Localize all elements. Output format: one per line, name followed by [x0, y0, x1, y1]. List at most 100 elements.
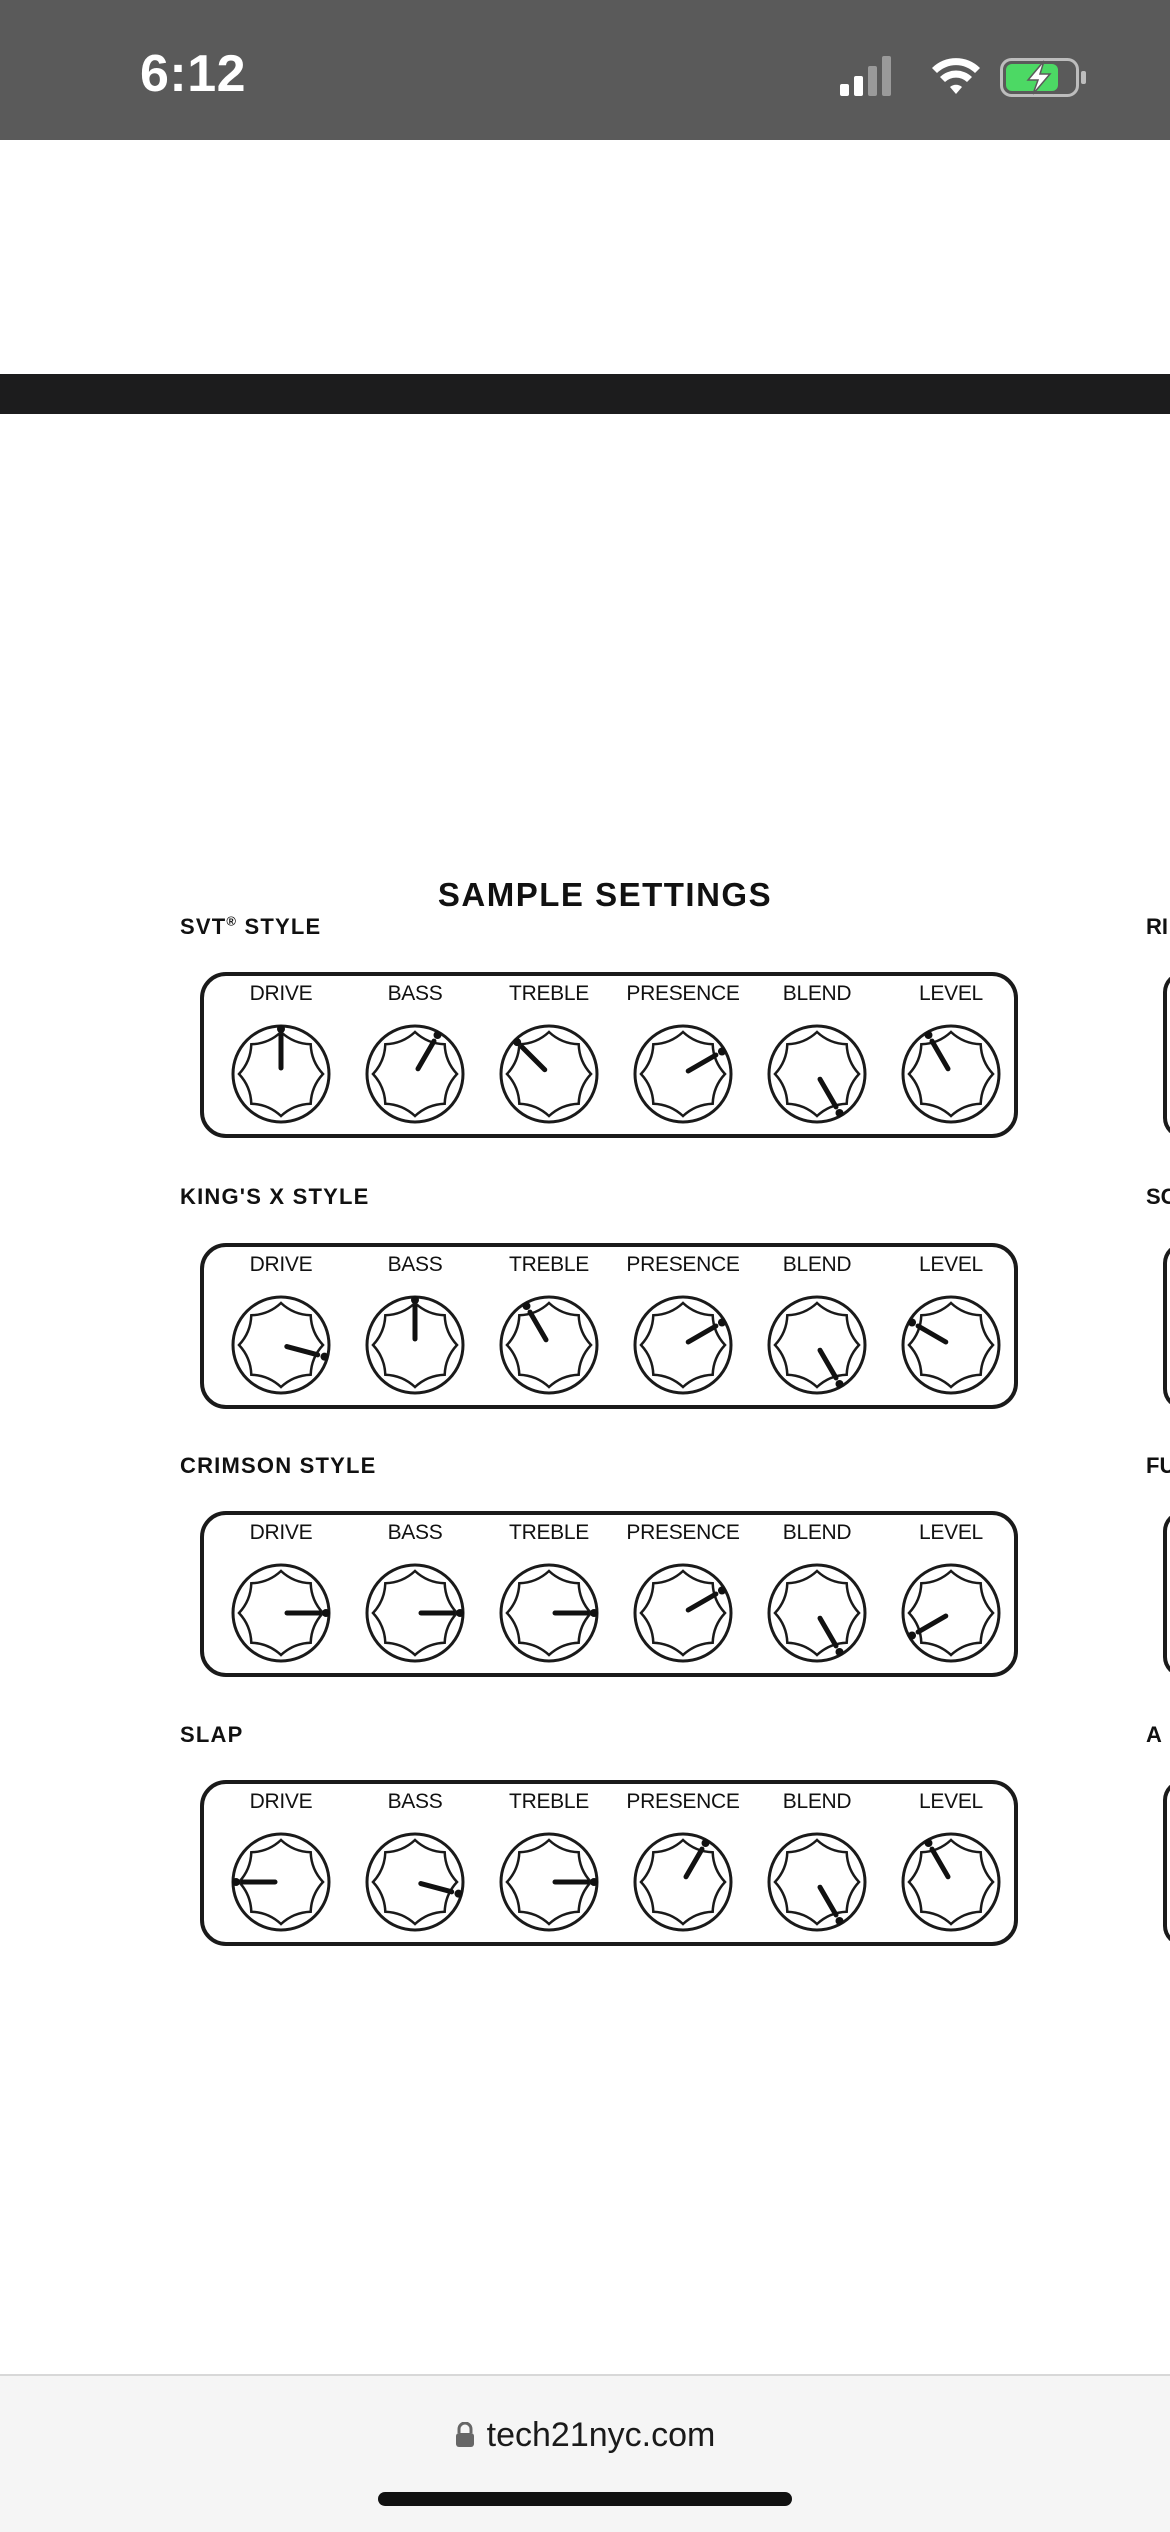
knob-label-bass: BASS: [387, 1790, 443, 1813]
knob-label-blend: BLEND: [782, 1790, 852, 1813]
knob-indicator-dot: [590, 1878, 598, 1886]
knob-pointer: [929, 1846, 951, 1880]
knob-treble[interactable]: [499, 1295, 599, 1395]
knob-pointer: [817, 1884, 839, 1918]
knob-label-level: LEVEL: [919, 1253, 983, 1276]
page-content: SAMPLE SETTINGS SVT® STYLE DRIVE BASS TREBL…: [0, 414, 1170, 2374]
knob-row: [231, 1832, 1001, 1932]
knob-blend[interactable]: [767, 1024, 867, 1124]
knob-indicator-dot: [717, 1047, 726, 1056]
knob-presence[interactable]: [633, 1024, 733, 1124]
knob-label-bass: BASS: [387, 1521, 443, 1544]
knob-presence[interactable]: [633, 1832, 733, 1932]
knob-bass[interactable]: [365, 1563, 465, 1663]
knob-label-level: LEVEL: [919, 1790, 983, 1813]
knob-indicator-dot: [590, 1609, 598, 1617]
knob-treble[interactable]: [499, 1024, 599, 1124]
knob-blend[interactable]: [767, 1295, 867, 1395]
knob-pointer: [915, 1323, 949, 1345]
knob-indicator-dot: [454, 1889, 463, 1898]
status-time: 6:12: [140, 45, 247, 103]
offscreen-panel-edge: [1163, 1243, 1170, 1409]
knob-indicator-dot: [411, 1296, 419, 1304]
knob-level[interactable]: [901, 1295, 1001, 1395]
knob-indicator-dot: [835, 1916, 844, 1925]
knob-pointer: [915, 1613, 949, 1635]
knob-bass[interactable]: [365, 1832, 465, 1932]
knob-label-treble: TREBLE: [509, 982, 589, 1005]
knob-indicator-dot: [717, 1586, 726, 1595]
knob-indicator-dot: [924, 1031, 933, 1040]
knob-treble[interactable]: [499, 1832, 599, 1932]
knob-drive[interactable]: [231, 1024, 331, 1124]
knob-presence[interactable]: [633, 1563, 733, 1663]
status-bar: 6:12: [0, 0, 1170, 140]
knob-label-presence: PRESENCE: [626, 1253, 740, 1276]
knob-indicator-dot: [277, 1025, 285, 1033]
knob-indicator-dot: [908, 1318, 917, 1327]
address-bar[interactable]: tech21nyc.com: [0, 2416, 1170, 2455]
section-label: SLAP: [180, 1722, 243, 1748]
knob-label-blend: BLEND: [782, 982, 852, 1005]
knob-drive[interactable]: [231, 1832, 331, 1932]
knob-drive[interactable]: [231, 1295, 331, 1395]
knob-pointer: [685, 1052, 719, 1074]
knob-pointer: [929, 1038, 951, 1072]
knob-label-level: LEVEL: [919, 982, 983, 1005]
section-label-text: SVT: [180, 914, 227, 939]
knob-label-level: LEVEL: [919, 1521, 983, 1544]
knob-row: [231, 1024, 1001, 1124]
knob-indicator-dot: [924, 1839, 933, 1848]
knob-indicator-dot: [701, 1839, 710, 1848]
knob-blend[interactable]: [767, 1563, 867, 1663]
knob-pointer: [415, 1038, 437, 1072]
knob-level[interactable]: [901, 1024, 1001, 1124]
browser-bottom-bar: tech21nyc.com: [0, 2374, 1170, 2532]
header-divider-bar: [0, 374, 1170, 414]
knob-indicator-dot: [835, 1108, 844, 1117]
knob-label-treble: TREBLE: [509, 1253, 589, 1276]
knob-label-bass: BASS: [387, 982, 443, 1005]
knob-label-treble: TREBLE: [509, 1790, 589, 1813]
knob-bass[interactable]: [365, 1024, 465, 1124]
knob-indicator-dot: [320, 1352, 329, 1361]
status-icons: [840, 56, 1086, 97]
section-label: KING'S X STYLE: [180, 1184, 370, 1210]
home-indicator[interactable]: [378, 2492, 792, 2506]
knob-indicator-dot: [717, 1318, 726, 1327]
section-label-suffix: STYLE: [237, 914, 322, 939]
cellular-signal-icon: [840, 56, 891, 96]
knob-label-drive: DRIVE: [249, 982, 313, 1005]
offscreen-section-label: FU: [1146, 1453, 1170, 1478]
knob-indicator-dot: [456, 1609, 464, 1617]
knob-indicator-dot: [232, 1878, 240, 1886]
registered-mark: ®: [226, 913, 238, 929]
knob-blend[interactable]: [767, 1832, 867, 1932]
knob-indicator-dot: [908, 1631, 917, 1640]
knob-label-bass: BASS: [387, 1253, 443, 1276]
section-label-text: CRIMSON STYLE: [180, 1453, 377, 1478]
knob-presence[interactable]: [633, 1295, 733, 1395]
knob-treble[interactable]: [499, 1563, 599, 1663]
section-label-text: KING'S X STYLE: [180, 1184, 370, 1209]
knob-bass[interactable]: [365, 1295, 465, 1395]
offscreen-panel-edge: [1163, 972, 1170, 1138]
offscreen-panel-edge: [1163, 1511, 1170, 1677]
knob-indicator-dot: [835, 1379, 844, 1388]
offscreen-panel-edge: [1163, 1780, 1170, 1946]
knob-indicator-dot: [513, 1038, 522, 1047]
knob-label-presence: PRESENCE: [626, 1790, 740, 1813]
knob-indicator-dot: [433, 1031, 442, 1040]
knob-level[interactable]: [901, 1832, 1001, 1932]
knob-drive[interactable]: [231, 1563, 331, 1663]
knob-level[interactable]: [901, 1563, 1001, 1663]
knob-pointer: [683, 1846, 705, 1880]
site-header: [0, 140, 1170, 374]
knob-indicator-dot: [322, 1609, 330, 1617]
knob-label-blend: BLEND: [782, 1521, 852, 1544]
section-label: CRIMSON STYLE: [180, 1453, 377, 1479]
page-title: SAMPLE SETTINGS: [437, 876, 773, 913]
